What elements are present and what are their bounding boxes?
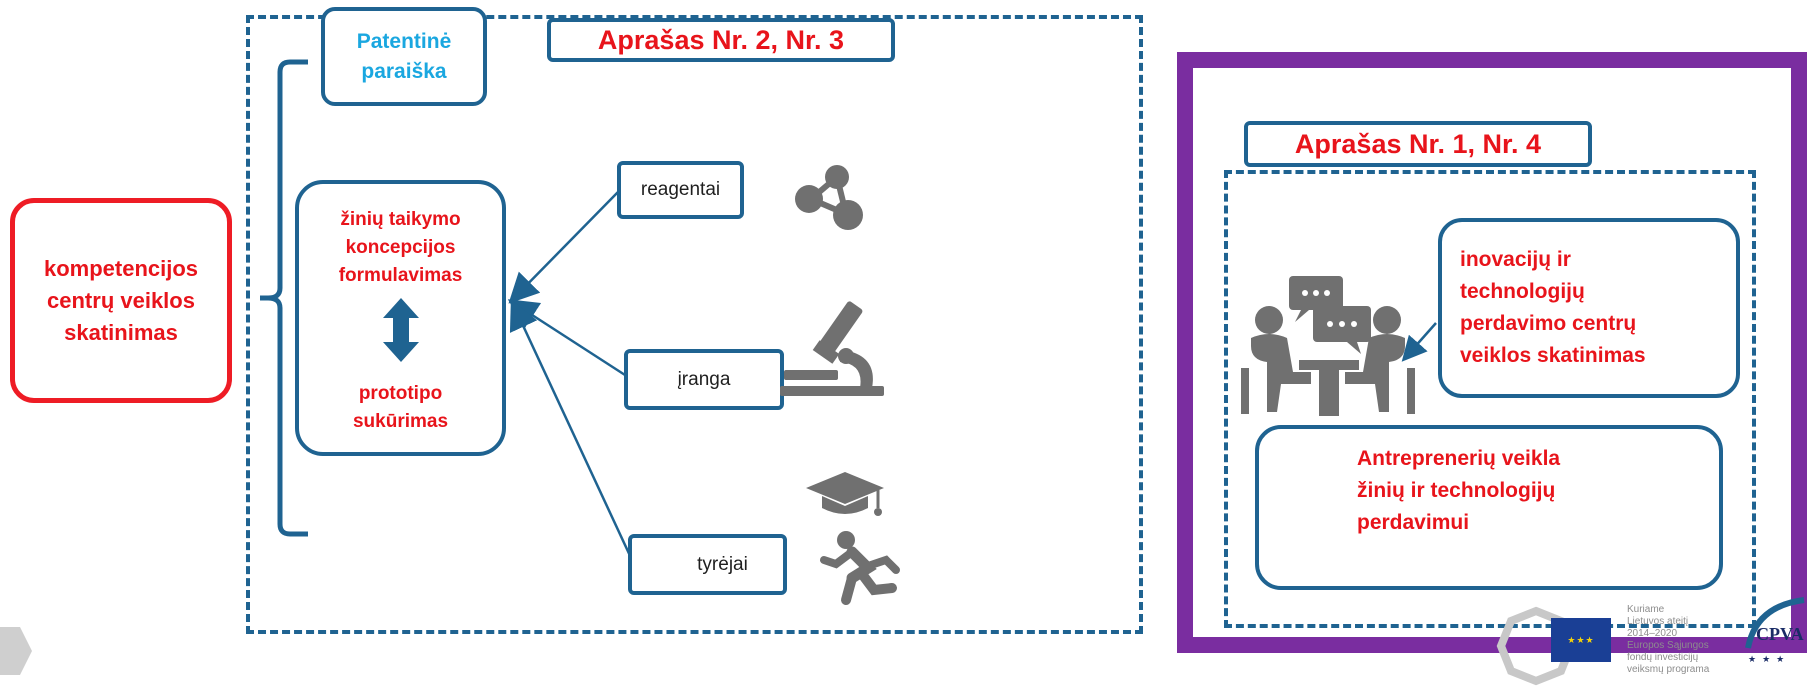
cpva-logo: CPVA ★★★ xyxy=(1740,596,1807,666)
double-arrow-icon xyxy=(382,298,419,362)
right-dashed-region xyxy=(1224,170,1756,628)
left-dashed-region xyxy=(246,15,1143,634)
purple-frame xyxy=(1177,52,1807,653)
reagents-box: reagentai xyxy=(617,161,744,219)
molecule-icon xyxy=(795,165,863,230)
entrepreneur-box: Antreprenerių veikla žinių ir technologi… xyxy=(1255,425,1723,590)
microscope-icon xyxy=(780,301,884,396)
knowledge-prototype-box: žinių taikymo koncepcijos formulavimas p… xyxy=(295,180,506,456)
concept-formulation-text: žinių taikymo koncepcijos formulavimas xyxy=(338,209,463,286)
competence-centres-box: kompetencijos centrų veiklos skatinimas xyxy=(10,198,232,403)
equipment-box: įranga xyxy=(624,349,784,410)
competence-centres-text: kompetencijos centrų veiklos skatinimas xyxy=(43,255,199,345)
aprasas-2-3-label: Aprašas Nr. 2, Nr. 3 xyxy=(547,18,895,62)
aprasas-1-4-label: Aprašas Nr. 1, Nr. 4 xyxy=(1244,121,1592,167)
patent-application-text: Patentinė paraiška xyxy=(356,29,452,83)
graduation-cap-icon xyxy=(806,472,884,516)
researchers-box: tyrėjai xyxy=(628,534,787,595)
innovation-transfer-box: inovacijų ir technologijų perdavimo cent… xyxy=(1438,218,1740,398)
eu-flag-icon: ★★★ xyxy=(1551,618,1611,662)
bracket-shape xyxy=(260,59,308,537)
meeting-people-icon xyxy=(1241,276,1415,416)
prototype-creation-text: prototipo sukūrimas xyxy=(352,383,449,432)
play-icon[interactable] xyxy=(0,627,34,675)
eu-programme-text: Kuriame Lietuvos ateitį 2014–2020 Europo… xyxy=(1627,604,1710,675)
patent-application-box: Patentinė paraiška xyxy=(321,7,487,106)
running-person-icon xyxy=(820,531,900,605)
purple-frame-inner xyxy=(1190,65,1794,640)
